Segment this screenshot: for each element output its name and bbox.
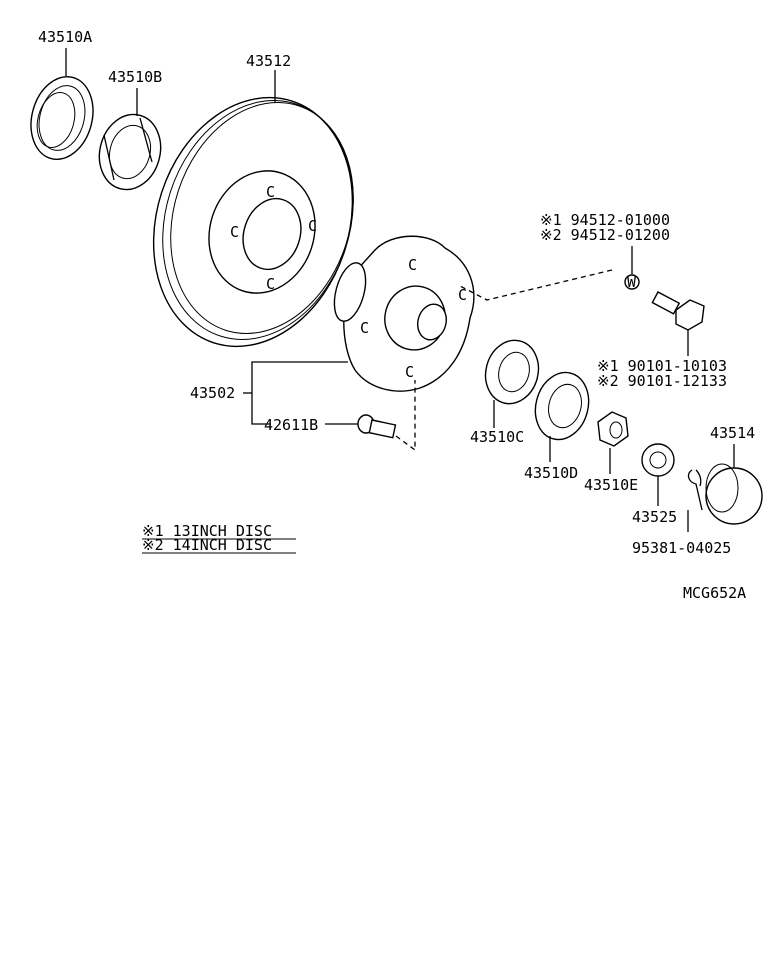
caliper-bolt-90101 xyxy=(651,291,705,356)
svg-text:C: C xyxy=(360,319,369,337)
svg-text:C: C xyxy=(458,286,467,304)
svg-text:C: C xyxy=(230,223,239,241)
nut-lock-43525 xyxy=(641,443,675,506)
hub-bolt-42611B xyxy=(325,380,416,452)
svg-text:C: C xyxy=(405,363,414,381)
label-43510B: 43510B xyxy=(108,68,162,86)
svg-text:C: C xyxy=(266,275,275,293)
svg-text:C: C xyxy=(408,256,417,274)
washer-94512: W xyxy=(459,246,640,301)
cotter-pin-95381 xyxy=(687,469,703,532)
label-43510D: 43510D xyxy=(524,464,578,482)
label-washer-2: ※2 94512-01200 xyxy=(540,226,670,244)
label-43502: 43502 xyxy=(190,384,235,402)
label-bolt-1: ※1 90101-10103 xyxy=(597,357,727,375)
disc-size-legend: ※1 13INCH DISC ※2 14INCH DISC xyxy=(142,522,296,554)
label-43514: 43514 xyxy=(710,424,755,442)
label-bolt-2: ※2 90101-12133 xyxy=(597,372,727,390)
grease-cap-43514 xyxy=(705,444,763,525)
label-43510A: 43510A xyxy=(38,28,92,46)
label-42611B: 42611B xyxy=(264,416,318,434)
label-43510E: 43510E xyxy=(584,476,638,494)
bearing-43510B xyxy=(98,88,162,191)
label-43510C: 43510C xyxy=(470,428,524,446)
drawing-code: MCG652A xyxy=(683,584,746,602)
label-43512: 43512 xyxy=(246,52,291,70)
label-washer-1: ※1 94512-01000 xyxy=(540,211,670,229)
bearing-43510C xyxy=(484,339,540,428)
label-95381-04025: 95381-04025 xyxy=(632,539,731,557)
thrust-washer-43510D xyxy=(534,371,590,462)
axle-hub-43502: C C C C xyxy=(243,235,475,425)
legend-line-2: ※2 14INCH DISC xyxy=(142,536,272,554)
svg-text:C: C xyxy=(308,217,317,235)
disc-rotor-43512: C C C C xyxy=(152,70,354,348)
hub-nut-43510E xyxy=(597,411,629,474)
svg-text:C: C xyxy=(266,183,275,201)
label-43525: 43525 xyxy=(632,508,677,526)
svg-text:W: W xyxy=(627,273,637,291)
oil-seal-43510A xyxy=(30,48,94,161)
legend-line-1: ※1 13INCH DISC xyxy=(142,522,272,540)
